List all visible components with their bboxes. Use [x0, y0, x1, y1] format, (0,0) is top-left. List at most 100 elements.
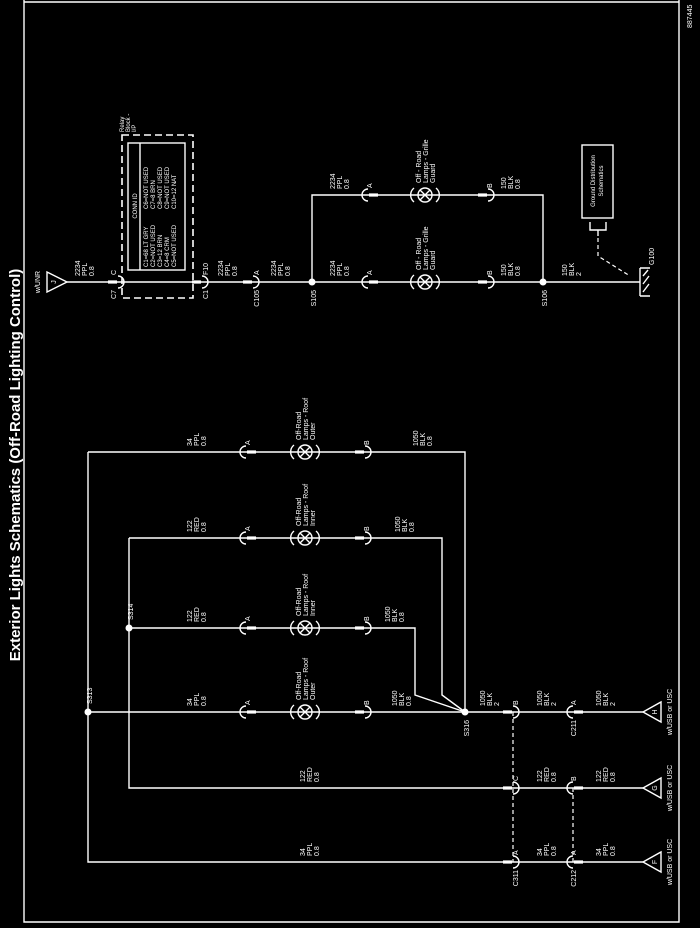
diagram-label: F10	[203, 263, 210, 275]
diagram-label: Lamps - Grille	[423, 139, 430, 183]
diagram-label: 34	[300, 848, 307, 856]
diagram-label: w/USB or USC	[667, 839, 674, 886]
diagram-label: Off-Road	[296, 672, 303, 700]
diagram-label: w/USB or USC	[667, 765, 674, 812]
relay-block-connectors: C C7 F10 C1 A C105 2234 PPL 0.8 2234 PPL…	[75, 260, 292, 306]
diagram-label: Lamps - Roof	[303, 398, 310, 440]
diagram-label: PPL	[278, 263, 285, 276]
diagram-label: Lamps - Roof	[303, 574, 310, 616]
diagram-label: RED	[544, 767, 551, 782]
diagram-label: PPL	[225, 263, 232, 276]
diagram-label: A	[245, 440, 252, 445]
diagram-label: 0.8	[610, 846, 617, 856]
diagram-label: I/P	[132, 125, 138, 132]
diagram-label: RED	[307, 767, 314, 782]
ref-triangle-g[interactable]: G w/USB or USC	[642, 765, 674, 812]
diagram-label: w/USB or USC	[667, 689, 674, 736]
diagram-label: 0.8	[399, 612, 406, 622]
diagram-label: Outer	[310, 422, 317, 440]
ref-triangle-j[interactable]: J w/UNR	[35, 270, 69, 294]
diagram-label: C7=8 BRN	[151, 180, 157, 209]
diagram-label: 2234	[330, 173, 337, 189]
diagram-label: C3=12 BRN	[158, 235, 164, 267]
diagram-label: PPL	[194, 433, 201, 446]
ref-triangle-f[interactable]: F w/USB or USC	[642, 839, 674, 886]
diagram-label: C	[111, 270, 118, 275]
diagram-label: Relay	[120, 117, 126, 132]
diagram-label: A	[254, 270, 261, 275]
diagram-label: 0.8	[610, 772, 617, 782]
diagram-label: 122	[187, 610, 194, 622]
diagram-label: 0.8	[201, 696, 208, 706]
diagram-label: 0.8	[285, 266, 292, 276]
diagram-label: A	[245, 526, 252, 531]
diagram-label: BLK	[603, 692, 610, 706]
relay-block-ip: Relay Block - I/P	[120, 114, 194, 299]
diagram-label: B	[364, 616, 371, 621]
ground-distribution-ref[interactable]: Ground Distribution Schematics	[581, 144, 631, 277]
diagram-label: 34	[187, 438, 194, 446]
diagram-label: 0.8	[409, 522, 416, 532]
connector-c105: C105	[254, 290, 261, 307]
diagram-label: A	[367, 183, 374, 188]
conn-id-table: CONN ID C1=68 LT GRY C2=NOT USED C3=12 B…	[127, 142, 186, 271]
diagram-label: 122	[300, 770, 307, 782]
border	[23, 0, 680, 923]
diagram-label: C4=8 CRM	[165, 237, 171, 267]
diagram-label: 0.8	[515, 179, 522, 189]
diagram-label: PPL	[337, 263, 344, 276]
splice-label: S105	[311, 290, 318, 306]
diagram-label: 1050	[392, 690, 399, 706]
diagram-label: 1050	[413, 430, 420, 446]
diagram-label: RED	[194, 607, 201, 622]
diagram-label: Off - Road	[416, 151, 423, 183]
diagram-label: 0.8	[232, 266, 239, 276]
diagram-label: BLK	[544, 692, 551, 706]
diagram-label: A	[245, 700, 252, 705]
diagram-label: Block -	[126, 114, 132, 132]
diagram-label: 0.8	[314, 772, 321, 782]
diagram-label: B	[487, 183, 494, 188]
diagram-label: C	[513, 776, 520, 781]
diagram-label: BLK	[420, 432, 427, 446]
diagram-label: 0.8	[314, 846, 321, 856]
diagram-label: Inner	[310, 509, 317, 526]
diagram-label: 34	[596, 848, 603, 856]
diagram-label: 150	[562, 264, 569, 276]
diagram-label: 0.8	[551, 846, 558, 856]
diagram-label: J	[51, 280, 58, 284]
splice-s314	[125, 624, 133, 632]
diagram-label: 122	[596, 770, 603, 782]
diagram-label: 0.8	[201, 436, 208, 446]
diagram-label: 150	[501, 264, 508, 276]
ref-triangle-h[interactable]: H w/USB or USC	[642, 689, 674, 736]
diagram-label: 0.8	[344, 266, 351, 276]
connector-c211: C211	[571, 720, 578, 736]
diagram-label: 0.8	[344, 179, 351, 189]
diagram-label: A	[367, 270, 374, 275]
diagram-label: BLK	[508, 175, 515, 189]
diagram-label: 122	[537, 770, 544, 782]
diagram-label: F	[652, 860, 659, 864]
diagram-label: B	[364, 440, 371, 445]
diagram-label: B	[513, 700, 520, 705]
diagram-label: B	[487, 270, 494, 275]
diagram-label: 1050	[395, 516, 402, 532]
diagram-label: BLK	[487, 692, 494, 706]
splice-s106	[539, 278, 547, 286]
lamp-roof-outer-1: A B Off-Road Lamps - Roof Outer 34 PPL 0…	[187, 398, 434, 460]
diagram-label: 150	[501, 177, 508, 189]
diagram-label: PPL	[337, 176, 344, 189]
diagram-label: Off-Road	[296, 412, 303, 440]
diagram-label: A	[571, 700, 578, 705]
diagram-label: 0.8	[515, 266, 522, 276]
diagram-label: C2=NOT USED	[151, 224, 157, 267]
diagram-label: BLK	[402, 518, 409, 532]
diagram-label: C10=12 NAT	[172, 174, 178, 209]
diagram-label: Inner	[310, 599, 317, 616]
diagram-label: Guard	[430, 163, 437, 183]
diagram-label: 0.8	[551, 772, 558, 782]
grille-lamp-wiring	[67, 194, 640, 286]
lamp-roof-inner-2: A B Off-Road Lamps - Roof Inner 122 RED …	[187, 574, 406, 636]
